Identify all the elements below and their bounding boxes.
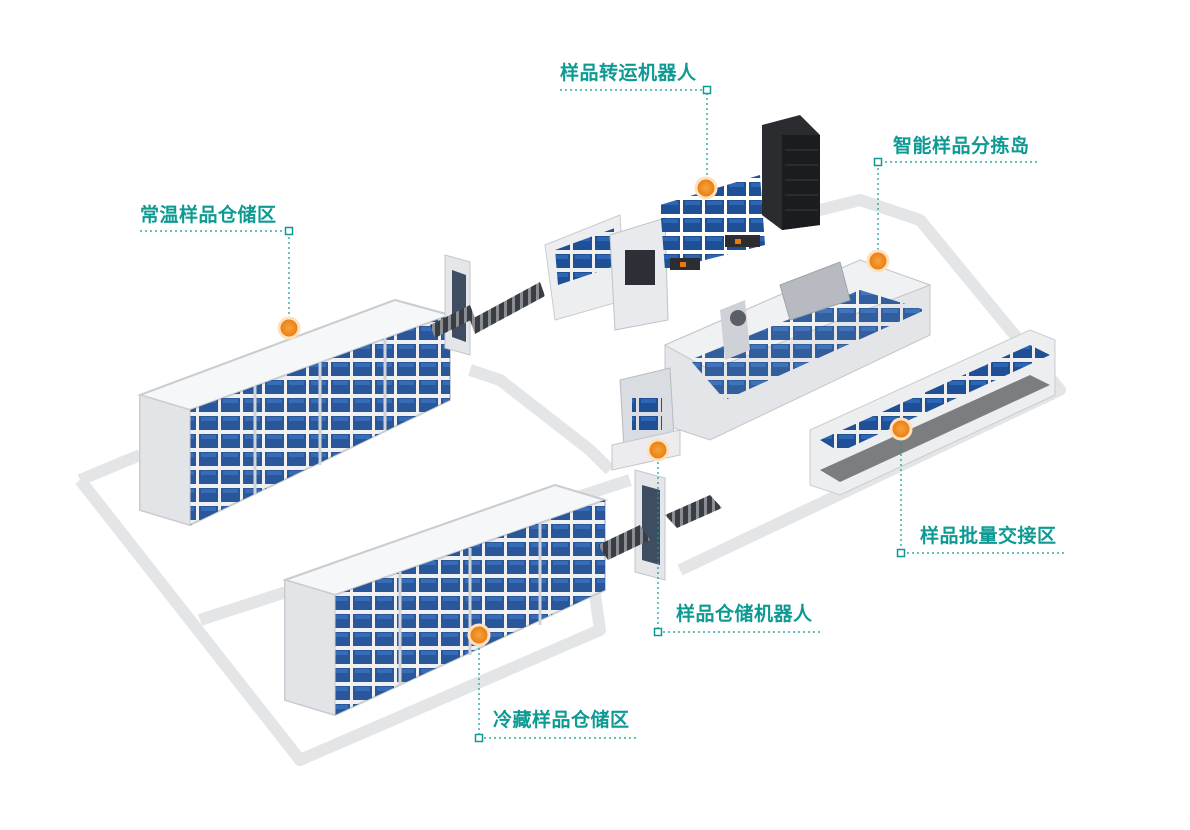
cold-storage-racks [281,483,609,717]
label-sorting-island: 智能样品分拣岛 [893,135,1030,157]
label-storage-robot: 样品仓储机器人 [676,603,813,625]
transport-robot-area [544,175,765,331]
storage-robot [611,367,681,471]
leader-anchors [284,85,906,743]
server-cabinet [762,115,820,230]
marker-room-temp-storage[interactable] [277,316,301,340]
hotspot-markers [277,176,913,647]
marker-transport-robot[interactable] [694,176,718,200]
room-temp-storage-racks [136,298,454,527]
label-room-temp-storage: 常温样品仓储区 [140,204,277,226]
batch-handover-rack [809,329,1056,496]
label-batch-handover: 样品批量交接区 [920,525,1057,547]
label-transport-robot: 样品转运机器人 [560,62,697,84]
marker-storage-robot[interactable] [646,438,670,462]
label-cold-storage: 冷藏样品仓储区 [493,709,630,731]
marker-batch-handover[interactable] [889,417,913,441]
upper-gate-conveyor [430,254,545,356]
marker-sorting-island[interactable] [866,249,890,273]
sorting-island [663,259,932,441]
marker-cold-storage[interactable] [467,623,491,647]
